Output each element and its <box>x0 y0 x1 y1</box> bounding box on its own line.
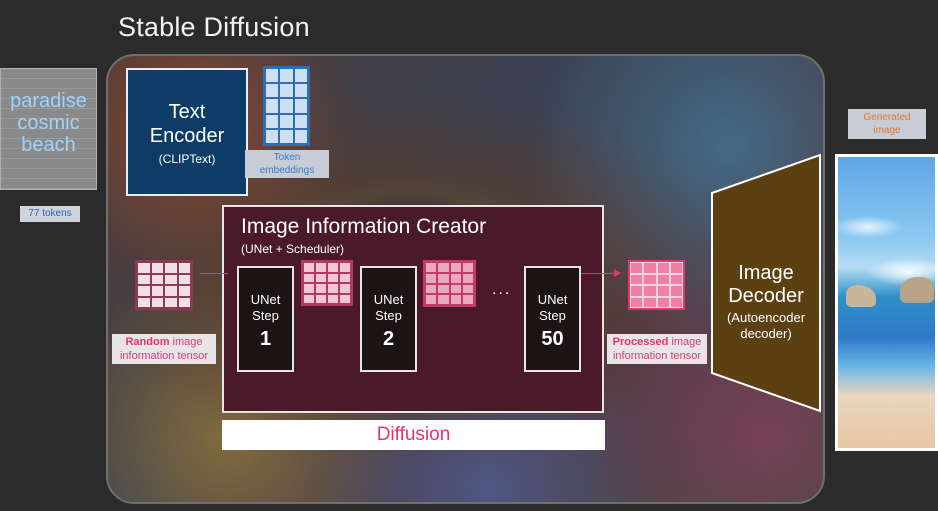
text-encoder-subtitle: (CLIPText) <box>158 152 216 166</box>
processed-tensor-label-bold: Processed <box>612 336 669 348</box>
generated-image-label-line: Generated <box>863 112 911 123</box>
image-decoder-subtitle-line: (Autoencoder <box>726 310 806 325</box>
token-embeddings-label-line: embeddings <box>259 165 315 176</box>
image-decoder-text: Image Decoder (Autoencoder decoder) <box>710 262 822 342</box>
processed-tensor-label-line2: information tensor <box>612 350 702 362</box>
prompt-line: cosmic <box>17 112 80 134</box>
processed-tensor-label: Processed image information tensor <box>607 334 707 364</box>
prompt-line: beach <box>21 134 76 156</box>
prompt-line: paradise <box>10 90 87 112</box>
rock-shape <box>900 277 934 303</box>
rock-shape <box>846 285 876 307</box>
prompt-text: paradise cosmic beach <box>0 90 97 156</box>
unet-step-text: Step <box>375 308 402 323</box>
image-decoder-subtitle: (Autoencoder decoder) <box>710 310 822 342</box>
diffusion-label: Diffusion <box>222 420 605 450</box>
random-tensor-label: Random image information tensor <box>112 334 216 364</box>
image-information-creator-title: Image Information Creator <box>241 215 487 238</box>
random-tensor-label-line2: information tensor <box>119 350 209 362</box>
image-decoder-title: Image Decoder <box>710 262 822 308</box>
unet-step-number: 50 <box>541 328 564 350</box>
page-title: Stable Diffusion <box>118 12 310 42</box>
unet-step-text: Step <box>539 308 566 323</box>
unet-step-text: UNet <box>250 292 281 307</box>
image-decoder-title-line: Decoder <box>728 285 804 307</box>
text-encoder-title-line: Encoder <box>149 125 225 147</box>
generated-beach-image <box>835 154 938 451</box>
text-encoder-block: Text Encoder (CLIPText) <box>126 68 248 196</box>
random-tensor-label-bold: Random <box>125 336 170 348</box>
unet-step-text: Step <box>252 308 279 323</box>
image-decoder-subtitle-line: decoder) <box>740 326 792 341</box>
unet-step-number: 1 <box>259 328 272 350</box>
unet-step-1: UNet Step 1 <box>237 266 294 372</box>
ellipsis: ... <box>492 281 512 298</box>
prompt-box <box>0 68 97 190</box>
text-encoder-title: Text Encoder <box>128 100 246 148</box>
unet-step-text: UNet <box>373 292 404 307</box>
token-embeddings-label: Token embeddings <box>245 150 329 178</box>
random-tensor-label-rest: image <box>169 336 203 348</box>
token-embeddings-label-line: Token <box>273 152 301 163</box>
intermediate-tensor-grid <box>301 260 353 306</box>
processed-tensor-label-rest: image <box>668 336 702 348</box>
image-information-creator-subtitle: (UNet + Scheduler) <box>241 242 345 256</box>
unet-step-text: UNet <box>537 292 568 307</box>
tokens-label: 77 tokens <box>20 206 80 222</box>
unet-step-number: 2 <box>382 328 395 350</box>
generated-image-label-line: image <box>873 125 901 136</box>
unet-step-label: UNet Step <box>239 292 292 324</box>
token-embeddings-grid <box>263 66 310 146</box>
unet-step-label: UNet Step <box>362 292 415 324</box>
flow-arrow <box>580 273 616 274</box>
intermediate-tensor-grid <box>423 260 476 307</box>
generated-image-label: Generated image <box>848 109 926 139</box>
image-decoder-shape <box>711 153 821 413</box>
arrow-head-icon <box>614 269 621 277</box>
flow-arrow <box>200 273 228 274</box>
processed-tensor-grid <box>628 260 685 310</box>
random-tensor-grid <box>135 260 193 310</box>
unet-step-2: UNet Step 2 <box>360 266 417 372</box>
image-decoder-title-line: Image <box>738 262 794 284</box>
unet-step-50: UNet Step 50 <box>524 266 581 372</box>
unet-step-label: UNet Step <box>526 292 579 324</box>
text-encoder-title-line: Text <box>168 101 206 123</box>
